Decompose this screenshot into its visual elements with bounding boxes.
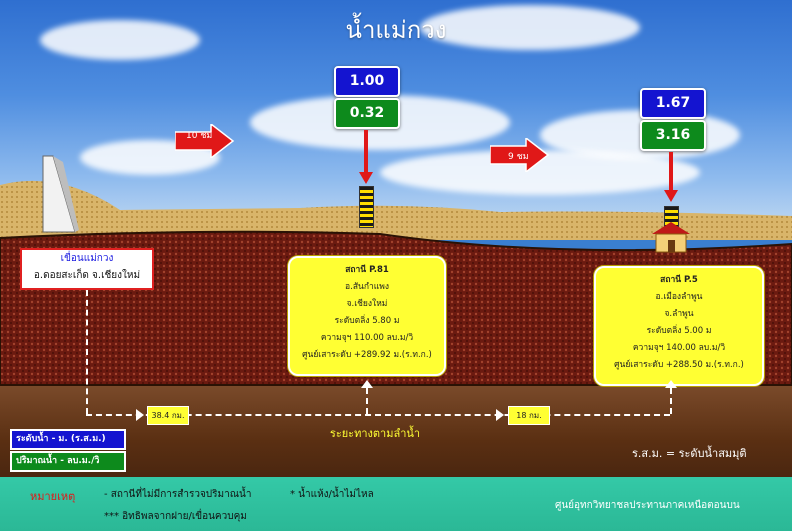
- ground-layer: [0, 384, 792, 478]
- river-path-arrowhead: [361, 380, 373, 388]
- note-item-3: *** อิทธิพลจากฝาย/เขื่อนควบคุม: [104, 511, 247, 522]
- station-p81-district: อ.สันกำแพง: [345, 282, 389, 292]
- station-p81-volume: 0.32: [334, 98, 400, 129]
- dam-name: เขื่อนแม่กวง: [60, 253, 114, 264]
- station-p5-name: สถานี P.5: [660, 275, 698, 285]
- station-p5-arrow: [669, 152, 673, 192]
- station-p81-info: สถานี P.81 อ.สันกำแพง จ.เชียงใหม่ ระดับต…: [288, 256, 446, 376]
- station-p5-district: อ.เมืองลำพูน: [655, 292, 703, 302]
- river-path-segment: [670, 388, 672, 414]
- station-p81-gauge-icon: [359, 186, 374, 228]
- station-p5-arrowhead: [664, 190, 678, 202]
- river-path-arrowhead: [496, 409, 504, 421]
- station-p5-bank-level: ระดับตลิ่ง 5.00 ม: [646, 326, 712, 336]
- station-p81-capacity: ความจุฯ 110.00 ลบ.ม/วิ: [320, 333, 414, 343]
- legend-level: ระดับน้ำ - ม. (ร.ส.ม.): [10, 429, 126, 450]
- distance-label-2: 18 กม.: [508, 406, 550, 425]
- rsm-note: ร.ส.ม. = ระดับน้ำสมมุติ: [632, 447, 747, 460]
- footer: [0, 477, 792, 531]
- dam-icon: [42, 155, 79, 233]
- river-path-line: [86, 414, 670, 416]
- dam-info-box: เขื่อนแม่กวง อ.ดอยสะเก็ด จ.เชียงใหม่: [20, 248, 154, 290]
- station-p81-arrowhead: [359, 172, 373, 184]
- time-label-1: 10 ชม: [186, 131, 213, 141]
- station-p5-capacity: ความจุฯ 140.00 ลบ.ม/วิ: [632, 343, 726, 353]
- station-p81-level: 1.00: [334, 66, 400, 97]
- station-p5-volume: 3.16: [640, 120, 706, 151]
- dam-location: อ.ดอยสะเก็ด จ.เชียงใหม่: [33, 270, 141, 281]
- station-p5-province: จ.ลำพูน: [664, 309, 694, 319]
- distance-label-1: 38.4 กม.: [147, 406, 189, 425]
- river-distance-label: ระยะทางตามลำน้ำ: [329, 427, 421, 440]
- river-path-arrowhead: [136, 409, 144, 421]
- notes-title: หมายเหตุ: [30, 490, 76, 503]
- station-p81-bank-level: ระดับตลิ่ง 5.80 ม: [334, 316, 400, 326]
- time-arrow-2: [490, 138, 550, 172]
- station-p5-info: สถานี P.5 อ.เมืองลำพูน จ.ลำพูน ระดับตลิ่…: [594, 266, 764, 386]
- station-p81-datum: ศูนย์เสาระดับ +289.92 ม.(ร.ท.ก.): [302, 350, 432, 360]
- organization-name: ศูนย์อุทกวิทยาชลประทานภาคเหนือตอนบน: [555, 500, 740, 511]
- station-p5-level: 1.67: [640, 88, 706, 119]
- time-arrow-1: [175, 124, 235, 158]
- river-path-segment: [366, 388, 368, 414]
- page-title: น้ำแม่กวง: [345, 16, 447, 44]
- time-label-2: 9 ชม: [508, 152, 529, 162]
- station-p81-name: สถานี P.81: [345, 265, 389, 275]
- river-path-segment: [86, 290, 88, 414]
- station-p81-province: จ.เชียงใหม่: [346, 299, 388, 309]
- station-house-icon: [652, 222, 690, 253]
- river-path-arrowhead: [665, 380, 677, 388]
- station-p5-datum: ศูนย์เสาระดับ +288.50 ม.(ร.ท.ก.): [614, 360, 744, 370]
- legend-volume: ปริมาณน้ำ - ลบ.ม./วิ: [10, 451, 126, 472]
- station-p81-arrow: [364, 130, 368, 174]
- note-item-2: * น้ำแห้ง/น้ำไม่ไหล: [290, 489, 374, 500]
- note-item-1: - สถานีที่ไม่มีการสำรวจปริมาณน้ำ: [104, 489, 252, 500]
